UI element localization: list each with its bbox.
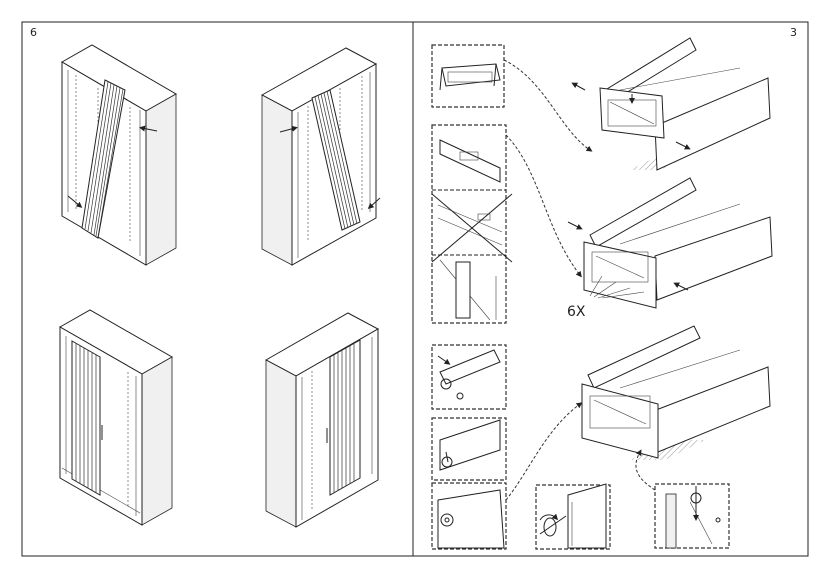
detail-leader: [503, 59, 593, 152]
quantity-callout: 6X: [567, 304, 586, 320]
wardrobe-diagram-3: [58, 309, 174, 526]
arrow-icon: [571, 82, 691, 150]
detail-box-handle: [431, 44, 505, 108]
detail-box-screw: [654, 483, 730, 549]
screw-icon: [690, 486, 721, 523]
detail-leader: [505, 402, 583, 501]
wardrobe-diagram-1: [60, 44, 178, 266]
arrow-icon: [67, 125, 158, 208]
detail-leader: [635, 449, 656, 491]
cross-out-icon: [431, 193, 513, 263]
detail-box-screws: [431, 344, 507, 550]
drawer-diagram-2: [583, 177, 773, 309]
arrow-icon: [567, 221, 689, 291]
wardrobe-diagram-2: [260, 47, 378, 266]
page-number-left: 6: [30, 26, 37, 39]
screwdriver-icon: [539, 513, 567, 537]
detail-box-clips: [431, 124, 507, 324]
wardrobe-diagram-4: [264, 312, 380, 528]
callout-leaders: [589, 275, 645, 299]
page-number-right: 3: [790, 26, 797, 39]
drawer-diagram-1: [599, 37, 771, 171]
drawer-diagram-3: [581, 325, 771, 460]
detail-leader: [505, 134, 582, 278]
page-border: [21, 21, 809, 557]
arrow-icon: [279, 125, 381, 210]
detail-box-screwdriver: [535, 483, 611, 550]
